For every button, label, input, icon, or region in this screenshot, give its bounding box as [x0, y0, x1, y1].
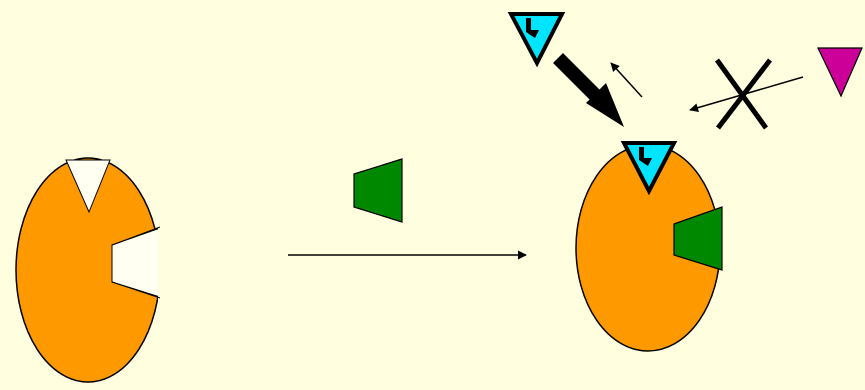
- activator-bound: [673, 206, 723, 271]
- substrate-free-mark: [526, 18, 539, 38]
- substrate-bound-mark: [639, 147, 652, 166]
- binding-arrow: [553, 53, 624, 127]
- active-enzyme: [575, 141, 723, 352]
- release-arrow: [610, 62, 643, 98]
- substrate-free: [507, 12, 566, 68]
- active-site-empty: [65, 159, 111, 214]
- activator-molecule-free: [353, 158, 403, 223]
- inactive-enzyme: [15, 157, 168, 383]
- substrate-free-shape: [507, 12, 566, 68]
- substrate-bound: [620, 141, 678, 196]
- blocked-x-icon: [714, 58, 772, 130]
- substrate-nonmatch: [817, 47, 863, 98]
